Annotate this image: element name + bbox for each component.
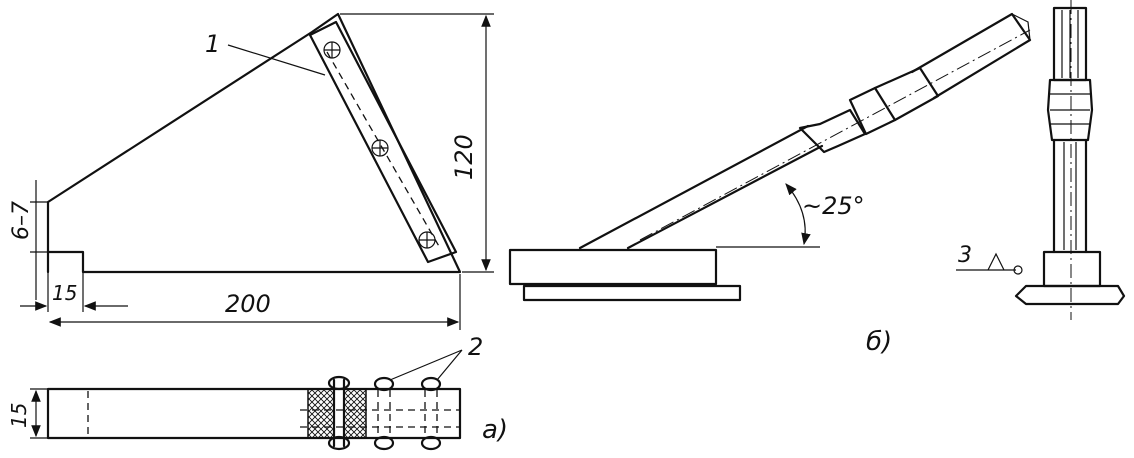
leader-line-part-2: [389, 349, 463, 381]
stone-plate: [508, 248, 718, 286]
angle-label: ~25°: [802, 192, 865, 220]
dimension-thickness: 6–7: [9, 180, 48, 300]
label-part-3: 3: [958, 243, 972, 268]
dimension-height: 120: [340, 13, 494, 273]
stone-base: [522, 284, 742, 302]
label-part-2: 2: [468, 333, 483, 361]
screw-icon: [373, 376, 395, 451]
dimension-length: 200: [48, 274, 461, 330]
view-a-label: а): [482, 415, 508, 445]
dimension-length-label: 200: [225, 290, 271, 318]
template-profile-outline: [46, 12, 462, 274]
front-view-tool: 3: [956, 0, 1126, 320]
screw-icon: [420, 376, 442, 451]
screw-icon: [371, 139, 389, 157]
screw-icon: [418, 231, 436, 249]
view-b-usage: ~25° б): [508, 12, 1032, 357]
view-b-label: б): [866, 327, 892, 357]
view-a-plan-strip: 2 15 а): [7, 333, 508, 451]
dimension-step-width: 15: [20, 272, 128, 312]
drill-tool: [639, 12, 1032, 241]
dimension-height-label: 120: [450, 134, 478, 180]
dimension-strip-width-label: 15: [7, 403, 31, 428]
dimension-thickness-label: 6–7: [9, 201, 34, 240]
clamp-bar-part-1: [308, 20, 458, 264]
screw-icon: [323, 41, 341, 59]
angle-dimension: ~25°: [716, 183, 865, 248]
leader-line-part-1: [227, 44, 326, 76]
view-a-side-profile: 1 120 6–7 15 200: [9, 12, 494, 330]
dimension-step-width-label: 15: [52, 281, 77, 305]
label-part-1: 1: [205, 30, 220, 58]
dimension-strip-width: 15: [7, 388, 48, 439]
